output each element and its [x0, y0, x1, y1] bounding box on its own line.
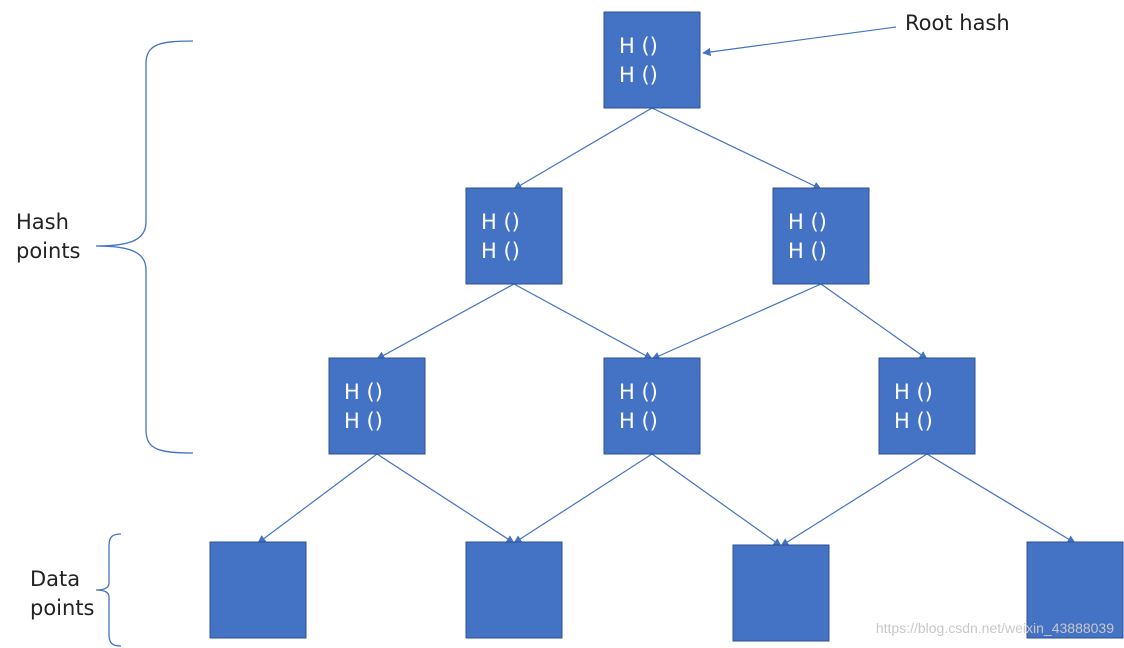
- node-box: [465, 541, 563, 639]
- hash-function-line: H (): [894, 380, 933, 404]
- edge-l2a-to-d2: [376, 453, 515, 544]
- data-node-d4: [1026, 541, 1124, 639]
- hash-function-line: H (): [788, 239, 827, 263]
- hash-points-brace: [95, 40, 194, 454]
- hash-node-l1a: H () H (): [465, 187, 563, 285]
- hash-node-l2c: H () H (): [878, 357, 976, 455]
- hash-function-line: H (): [788, 210, 827, 234]
- edge-l1a-to-l2b: [513, 283, 653, 360]
- node-box: [732, 544, 830, 642]
- hash-points-label-line1: Hash: [16, 210, 69, 234]
- edges-layer: [257, 107, 1076, 547]
- edge-root-to-l1b: [651, 107, 822, 190]
- data-points-brace: [95, 533, 122, 647]
- edge-l2c-to-d4: [926, 453, 1076, 544]
- root-hash-label: Root hash: [905, 11, 1010, 35]
- edge-l1b-to-l2c: [820, 283, 928, 360]
- edge-l2a-to-d1: [257, 453, 378, 544]
- hash-function-line: H (): [619, 380, 658, 404]
- node-box: [772, 187, 870, 285]
- node-box: [878, 357, 976, 455]
- hash-function-line: H (): [619, 63, 658, 87]
- hash-points-label-line2: points: [16, 239, 81, 263]
- edge-root-to-l1a: [513, 107, 653, 190]
- node-box: [465, 187, 563, 285]
- root-hash-pointer-arrow: [702, 26, 897, 57]
- data-node-d3: [732, 544, 830, 642]
- watermark-text: https://blog.csdn.net/weixin_43888039: [875, 620, 1114, 636]
- data-points-label-line2: points: [30, 596, 95, 620]
- hash-function-line: H (): [619, 34, 658, 58]
- hash-function-line: H (): [344, 380, 383, 404]
- nodes-layer: H ()H ()H ()H ()H ()H ()H ()H ()H ()H ()…: [209, 11, 1124, 642]
- node-box: [603, 357, 701, 455]
- data-node-d2: [465, 541, 563, 639]
- hash-function-line: H (): [481, 239, 520, 263]
- hash-node-root: H () H (): [603, 11, 701, 109]
- node-box: [603, 11, 701, 109]
- hash-function-line: H (): [894, 409, 933, 433]
- edge-l1a-to-l2a: [376, 283, 515, 360]
- edge-l2b-to-d2: [513, 453, 653, 544]
- edge-l2c-to-d3: [780, 453, 928, 547]
- hash-function-line: H (): [481, 210, 520, 234]
- hash-node-l2a: H () H (): [328, 357, 426, 455]
- hash-node-l1b: H () H (): [772, 187, 870, 285]
- hash-function-line: H (): [344, 409, 383, 433]
- edge-l2b-to-d3: [651, 453, 782, 547]
- node-box: [328, 357, 426, 455]
- node-box: [209, 541, 307, 639]
- hash-node-l2b: H () H (): [603, 357, 701, 455]
- data-points-label-line1: Data: [30, 567, 80, 591]
- data-node-d1: [209, 541, 307, 639]
- hash-function-line: H (): [619, 409, 658, 433]
- node-box: [1026, 541, 1124, 639]
- edge-l1b-to-l2b: [651, 283, 822, 360]
